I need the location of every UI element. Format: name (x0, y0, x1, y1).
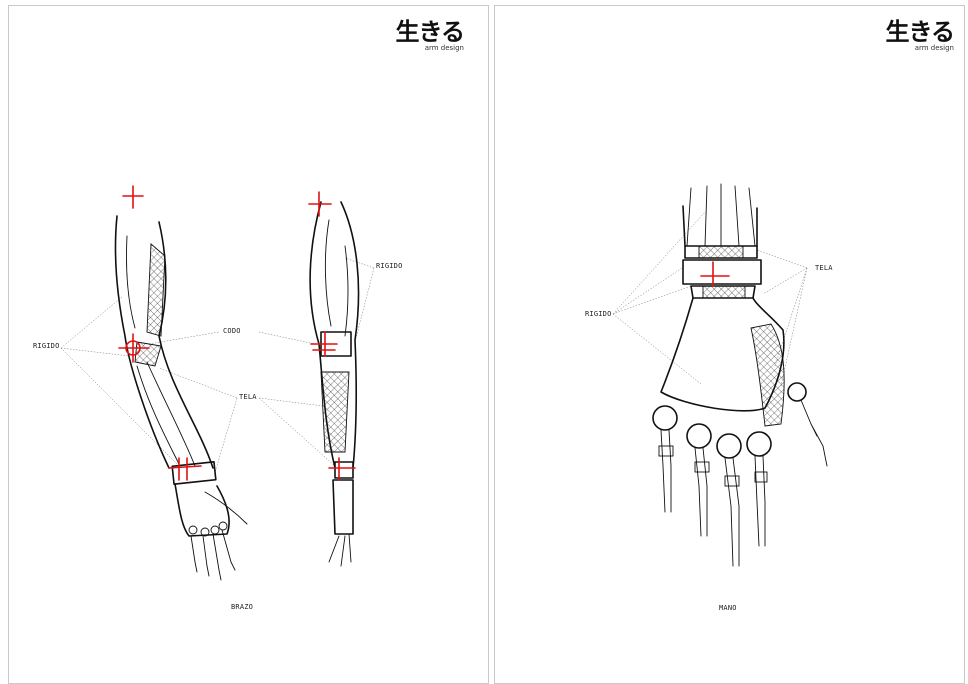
label-tela: TELA (815, 264, 833, 272)
hand-sketch (495, 6, 965, 684)
arm-front-view (310, 202, 358, 566)
page-caption-brazo: BRAZO (231, 603, 253, 611)
page-caption-mano: MANO (719, 604, 737, 612)
label-rigido-left: RIGIDO (33, 342, 60, 350)
joint-markers (701, 262, 729, 286)
label-rigido-right: RIGIDO (376, 262, 403, 270)
hand-design-sheet: 生きる arm design (494, 5, 965, 684)
label-codo: CODO (223, 327, 241, 335)
hand-palm-view (653, 184, 827, 566)
arm-design-sheet: 生きる arm design (8, 5, 489, 684)
label-tela: TELA (239, 393, 257, 401)
arm-side-view (115, 216, 247, 580)
label-rigido: RIGIDO (585, 310, 612, 318)
arm-sketch (9, 6, 489, 684)
